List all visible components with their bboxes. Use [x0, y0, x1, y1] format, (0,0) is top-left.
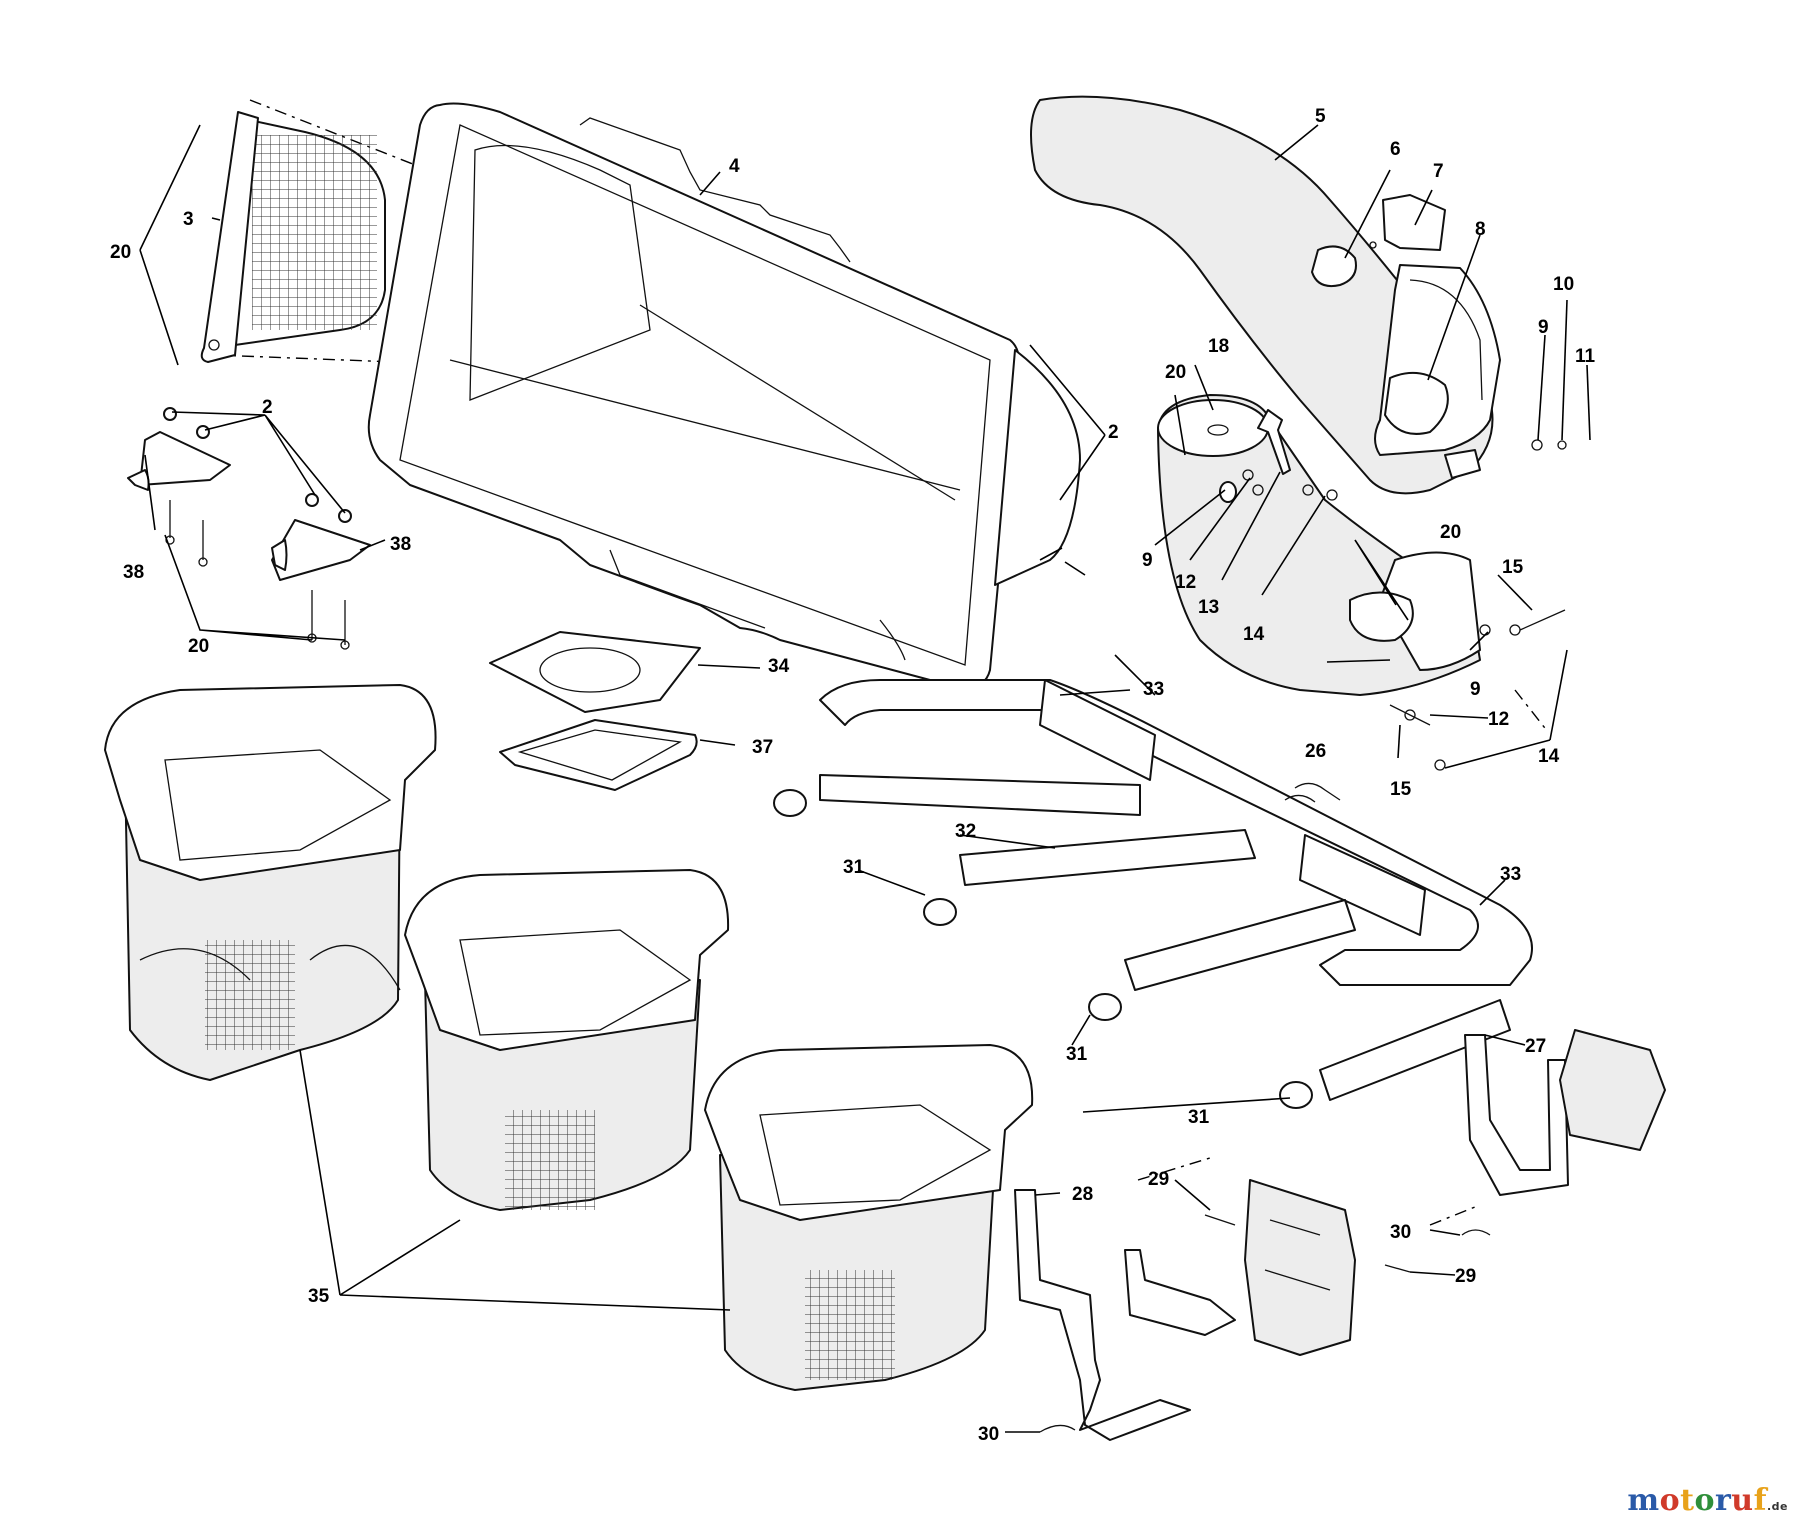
callout-29: 29 [1455, 1266, 1476, 1287]
callout-8: 8 [1475, 219, 1486, 240]
watermark-letter: o [1659, 1483, 1681, 1518]
callout-12: 12 [1488, 709, 1509, 730]
callout-20: 20 [188, 636, 209, 657]
watermark-logo: motoruf.de [1627, 1483, 1788, 1518]
watermark-letter: m [1627, 1483, 1660, 1518]
callout-29: 29 [1148, 1169, 1169, 1190]
callout-30: 30 [978, 1424, 999, 1445]
watermark-letter: f [1753, 1483, 1767, 1518]
part-38-brackets [127, 407, 371, 650]
callout-7: 7 [1433, 161, 1444, 182]
part-32-crossbar [819, 774, 1511, 1101]
callout-12: 12 [1175, 572, 1196, 593]
callout-15: 15 [1502, 557, 1524, 578]
part-3-screen [200, 111, 386, 363]
callout-33: 33 [1500, 864, 1521, 885]
watermark-letter: r [1714, 1483, 1732, 1518]
callout-labels: 20 3 2 38 38 20 4 2 5 6 7 8 10 9 11 18 2… [110, 106, 1596, 1445]
part-35-bag-1 [104, 684, 437, 1081]
callout-32: 32 [955, 821, 976, 842]
part-5-chute-tube [1030, 95, 1501, 495]
part-28-bracket [1014, 1189, 1236, 1441]
callout-9: 9 [1470, 679, 1481, 700]
callout-34: 34 [768, 656, 790, 677]
callout-38: 38 [123, 562, 144, 583]
callout-20: 20 [1440, 522, 1461, 543]
callout-10: 10 [1553, 274, 1574, 295]
callout-9: 9 [1142, 550, 1153, 571]
callout-13: 13 [1198, 597, 1219, 618]
callout-6: 6 [1390, 139, 1401, 160]
callout-2: 2 [262, 397, 273, 418]
callout-31: 31 [1066, 1044, 1088, 1065]
callout-37: 37 [752, 737, 773, 758]
watermark-letter: u [1731, 1483, 1754, 1518]
part-18-deflector [1157, 394, 1481, 696]
watermark-suffix: .de [1766, 1500, 1788, 1513]
callout-26: 26 [1305, 741, 1326, 762]
part-26-pins [1284, 782, 1341, 803]
watermark-letter: t [1680, 1483, 1695, 1518]
part-27-bracket [1464, 1029, 1666, 1196]
callout-20: 20 [1165, 362, 1186, 383]
callout-5: 5 [1315, 106, 1326, 127]
callout-31: 31 [1188, 1107, 1210, 1128]
callout-3: 3 [183, 209, 194, 230]
callout-14: 14 [1243, 624, 1265, 645]
callout-35: 35 [308, 1286, 330, 1307]
watermark-letter: o [1694, 1483, 1715, 1518]
part-35-bag-3 [704, 1044, 1034, 1391]
part-29-plate [1204, 1179, 1411, 1356]
callout-33: 33 [1143, 679, 1164, 700]
callout-38: 38 [390, 534, 411, 555]
part-35-bag-2 [404, 869, 730, 1211]
callout-31: 31 [843, 857, 865, 878]
callout-18: 18 [1208, 336, 1229, 357]
callout-4: 4 [729, 156, 740, 177]
callout-9: 9 [1538, 317, 1549, 338]
part-33-frame [819, 679, 1533, 986]
part-34-plate [489, 631, 701, 713]
part-31-caps [773, 789, 1313, 1109]
callout-20: 20 [110, 242, 131, 263]
part-4-bagger-frame [367, 102, 1081, 690]
callout-30: 30 [1390, 1222, 1411, 1243]
callout-15: 15 [1390, 779, 1412, 800]
callout-14: 14 [1538, 746, 1560, 767]
part-37-gasket [499, 719, 698, 791]
callout-28: 28 [1072, 1184, 1093, 1205]
part-30-clips [1039, 1229, 1491, 1433]
callout-2: 2 [1108, 422, 1119, 443]
callout-11: 11 [1575, 346, 1596, 367]
callout-27: 27 [1525, 1036, 1546, 1057]
leader-lines [139, 124, 1591, 1433]
